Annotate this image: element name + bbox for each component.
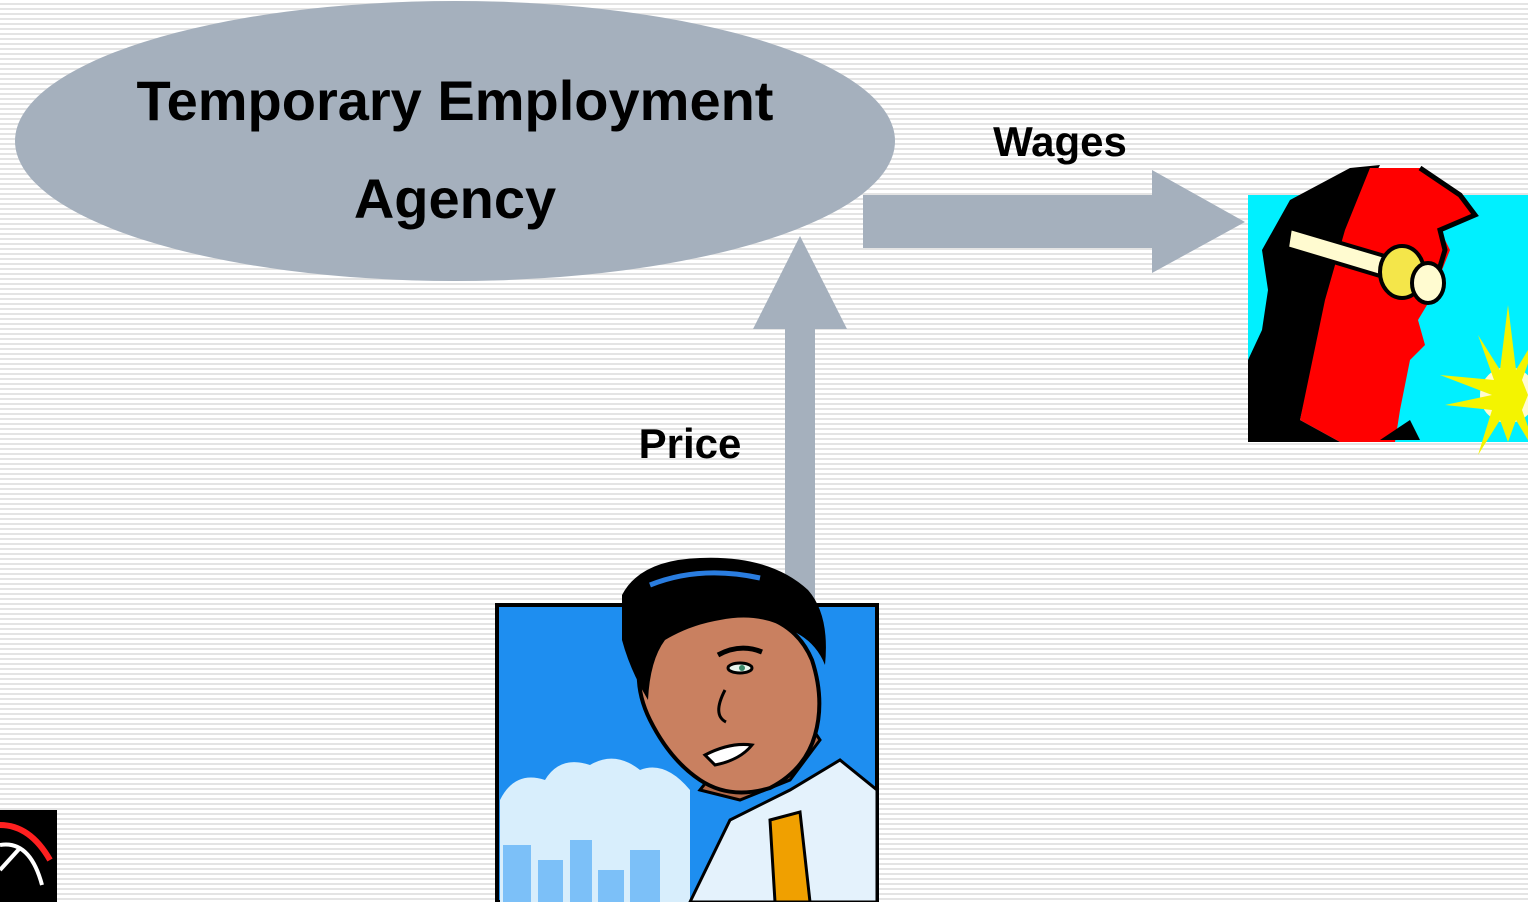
welder-clipart — [1248, 165, 1528, 455]
price-arrow — [753, 236, 847, 602]
businessman-clipart — [495, 557, 879, 902]
price-label: Price — [638, 420, 742, 467]
agency-ellipse — [15, 1, 895, 281]
wages-label: Wages — [993, 118, 1127, 165]
wages-arrow — [863, 170, 1245, 273]
agency-title-line2: Agency — [353, 167, 557, 230]
agency-title-line1: Temporary Employment — [136, 69, 774, 132]
speedometer-icon — [0, 810, 57, 902]
